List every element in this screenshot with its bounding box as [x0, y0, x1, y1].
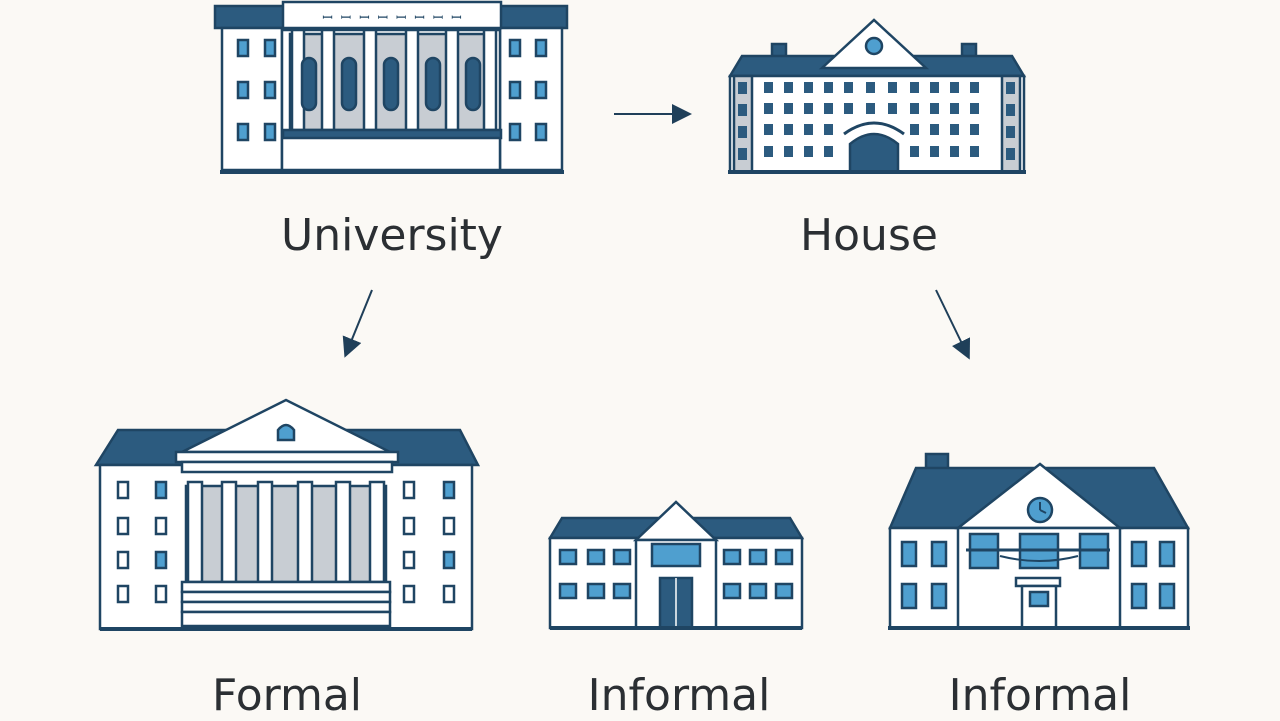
node-label-house: House — [800, 210, 938, 261]
node-label-formal: Formal — [211, 670, 363, 721]
school-building-icon — [547, 500, 805, 630]
university-building-icon: ꟷ ꟷ ꟷ ꟷ ꟷ ꟷ ꟷ ꟷ — [213, 0, 569, 174]
svg-text:ꟷ ꟷ ꟷ ꟷ ꟷ ꟷ ꟷ ꟷ: ꟷ ꟷ ꟷ ꟷ ꟷ ꟷ ꟷ ꟷ — [322, 11, 461, 26]
node-label-informal-school: Informal — [587, 670, 771, 721]
arrow-house-to-informal — [935, 289, 971, 360]
node-label-university: University — [281, 210, 503, 261]
arrow-university-to-formal — [342, 289, 373, 358]
apartment-building-icon — [727, 18, 1027, 174]
classical-building-icon — [93, 398, 481, 631]
clock-house-icon — [888, 452, 1191, 630]
node-label-informal-house: Informal — [948, 670, 1132, 721]
